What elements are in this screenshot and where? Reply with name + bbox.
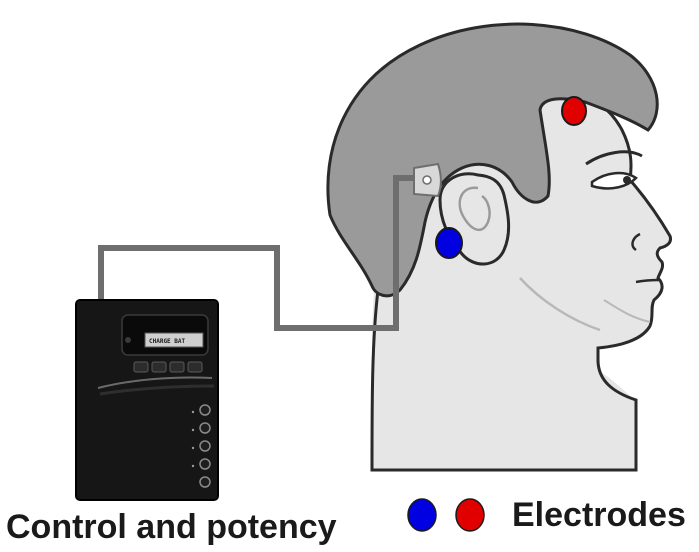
mouth — [635, 278, 661, 284]
device-display-text: CHARGE BAT — [149, 338, 186, 345]
hair — [326, 22, 659, 298]
control-label: Control and potency — [6, 508, 337, 546]
legend-dot-red — [455, 498, 485, 532]
cable — [98, 175, 420, 331]
device-display — [144, 332, 204, 348]
device-buttons-row — [125, 337, 203, 373]
eyebrow — [585, 150, 643, 166]
electrode-ear-blue — [435, 227, 463, 259]
jaw-line — [519, 277, 601, 332]
electrode-clip — [413, 162, 442, 198]
control-device: CHARGE BAT — [75, 299, 219, 501]
device-side-buttons — [191, 404, 211, 488]
electrode-temple-red — [561, 96, 587, 126]
legend-dot-blue — [407, 498, 437, 532]
head-illustration — [326, 22, 672, 472]
chin-line — [603, 299, 651, 323]
nose-line — [631, 232, 641, 252]
iris — [623, 176, 631, 184]
electrodes-label: Electrodes — [512, 496, 686, 534]
ear-inner — [458, 186, 491, 232]
